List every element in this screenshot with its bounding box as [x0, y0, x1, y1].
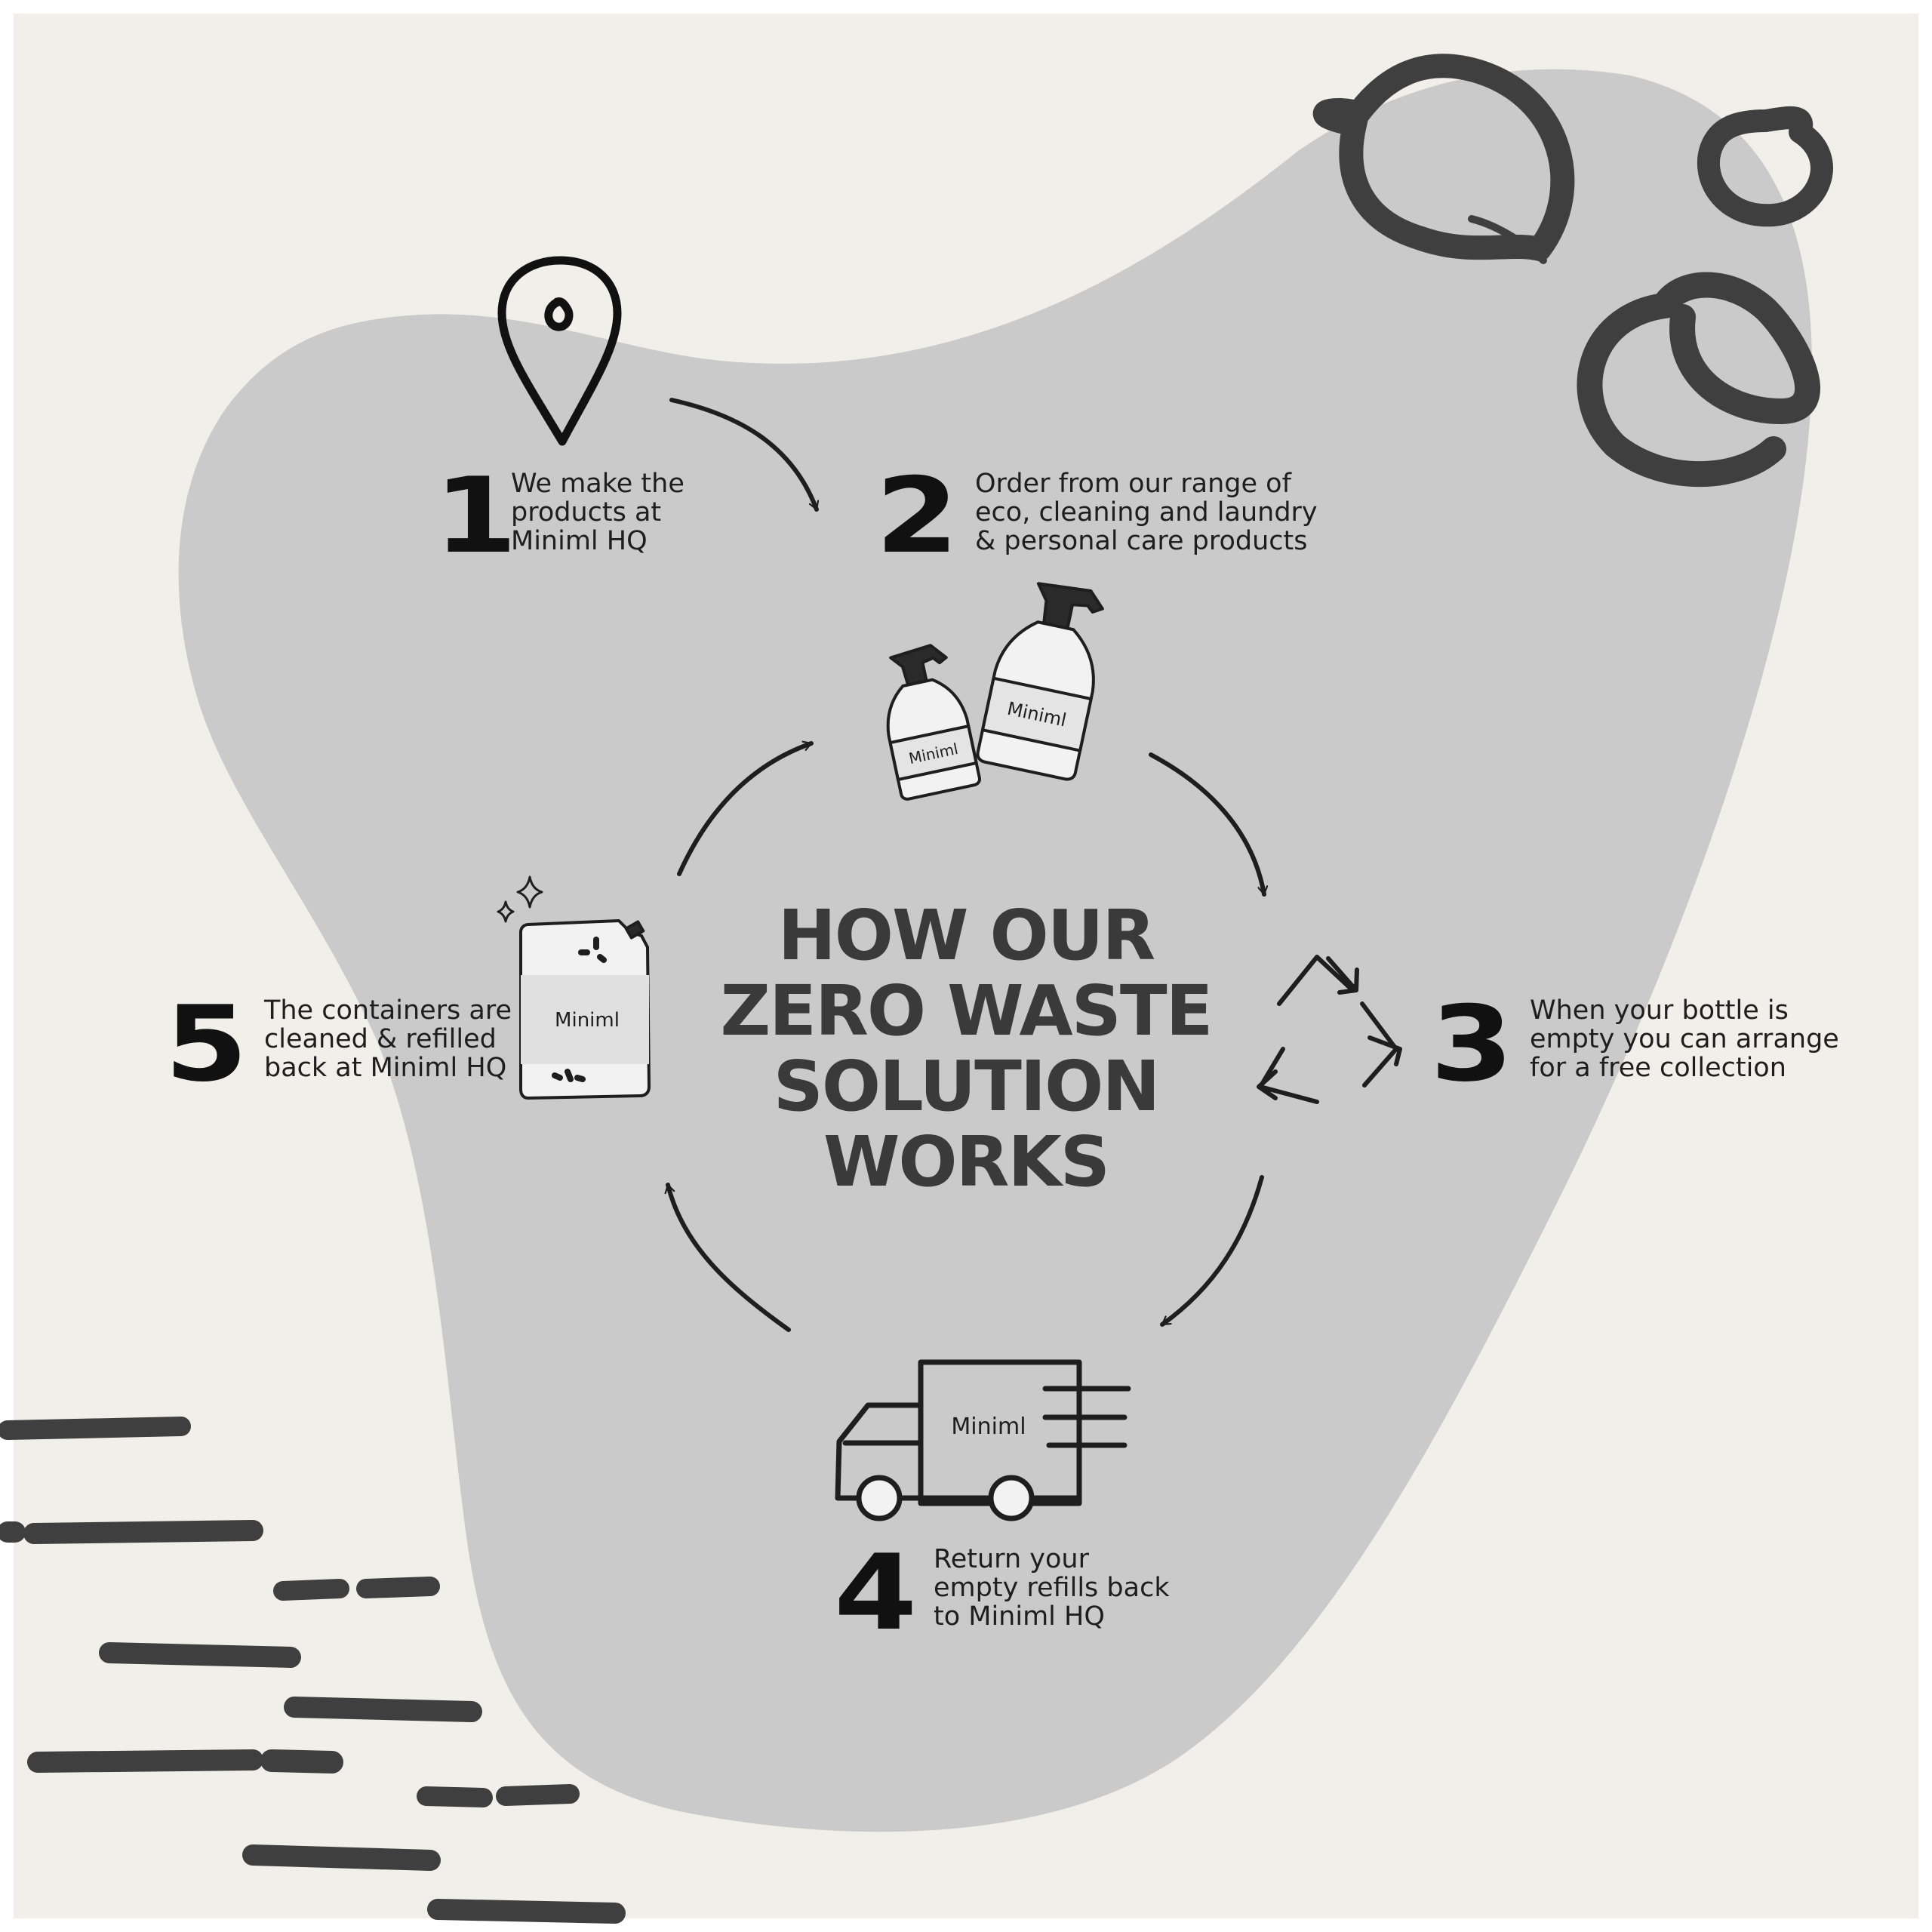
- title-line-2: ZERO WASTE: [720, 971, 1213, 1051]
- location-pin-icon: [497, 256, 622, 446]
- refill-pouch-icon: Miniml: [519, 919, 651, 1100]
- delivery-truck-icon: Miniml: [835, 1359, 1131, 1521]
- arrow-4-to-5: [668, 1183, 791, 1332]
- step-2-text: Order from our range of eco, cleaning an…: [975, 469, 1318, 556]
- arrow-1-to-2: [669, 398, 817, 512]
- title-line-4: WORKS: [823, 1121, 1110, 1202]
- step-4-number: 4: [834, 1532, 918, 1654]
- recycle-icon: [1257, 955, 1402, 1104]
- step-2-number: 2: [875, 455, 959, 577]
- step-5-number: 5: [165, 983, 248, 1105]
- step-1-text: We make the products at Miniml HQ: [511, 469, 685, 556]
- truck-label: Miniml: [951, 1414, 1026, 1440]
- step-1-number: 1: [434, 455, 518, 577]
- pouch-label: Miniml: [555, 1009, 620, 1032]
- step-3-text: When your bottle is empty you can arrang…: [1530, 995, 1839, 1083]
- process-arrows: [668, 398, 1264, 1332]
- brush-strokes-decoration: [0, 1417, 626, 1924]
- arrow-2-to-3: [1149, 752, 1264, 897]
- brush-circles-decoration: [1312, 54, 1833, 488]
- title-line-1: HOW OUR: [777, 895, 1155, 976]
- sparkle-icon: [497, 875, 543, 923]
- title-line-3: SOLUTION: [773, 1046, 1161, 1127]
- step-4-text: Return your empty refills back to Miniml…: [934, 1544, 1170, 1632]
- spray-bottle-icon: Miniml Miniml: [886, 582, 1104, 801]
- step-5-text: The containers are cleaned & refilled ba…: [264, 995, 512, 1083]
- arrow-3-to-4: [1160, 1175, 1264, 1327]
- arrow-5-to-2: [677, 743, 814, 876]
- step-3-number: 3: [1430, 983, 1514, 1105]
- background-blob: [178, 69, 1812, 1832]
